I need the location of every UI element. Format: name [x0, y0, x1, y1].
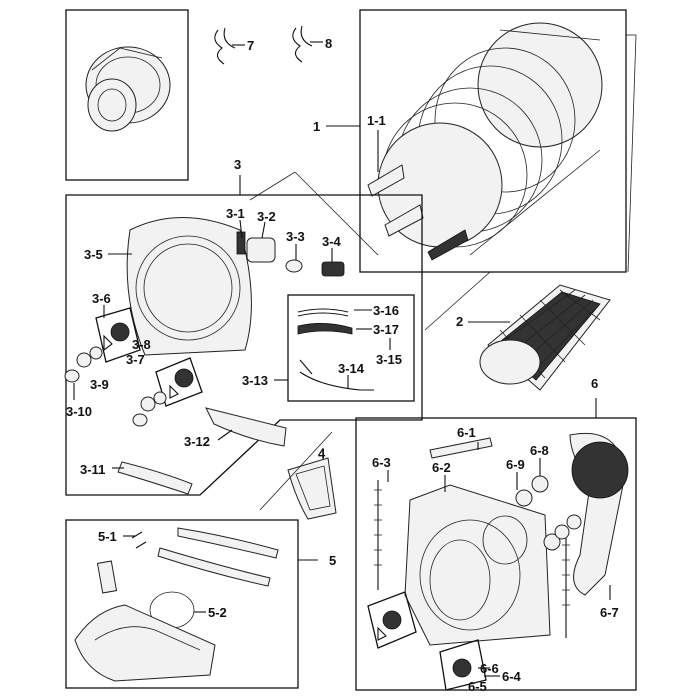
label-3-12: 3-12 [184, 434, 210, 449]
part-3-4-socket [321, 261, 345, 277]
label-1: 1 [313, 119, 320, 134]
harness-box [287, 294, 415, 402]
label-4: 4 [318, 446, 326, 461]
label-6-4: 6-4 [502, 669, 522, 684]
part-8-clip [292, 25, 323, 63]
label-3-10: 3-10 [66, 404, 92, 419]
part-3-12-bracket [205, 407, 287, 447]
part-3-9-washers [76, 346, 103, 368]
label-3-7: 3-7 [126, 352, 145, 367]
drum-box [359, 9, 627, 273]
overview-assembly-box [65, 9, 189, 181]
label-6-9: 6-9 [506, 457, 525, 472]
label-3: 3 [234, 157, 241, 172]
label-6-2: 6-2 [432, 460, 451, 475]
label-3-9: 3-9 [90, 377, 109, 392]
part-3-6-roller-group [95, 307, 141, 363]
part-3-3-bulb [285, 259, 303, 273]
part-2-filter [479, 284, 611, 391]
label-1-1: 1-1 [367, 113, 386, 128]
label-2: 2 [456, 314, 463, 329]
front-assembly-box [65, 194, 423, 496]
part-3-11-bracket [117, 461, 193, 495]
part-5-box [65, 519, 299, 689]
label-3-13: 3-13 [242, 373, 268, 388]
label-3-11: 3-11 [80, 462, 105, 477]
label-3-6: 3-6 [92, 291, 111, 306]
label-7: 7 [247, 38, 254, 53]
part-4-duct [287, 457, 337, 520]
label-3-4: 3-4 [322, 234, 342, 249]
roller-group-2 [132, 357, 203, 427]
label-5-1: 5-1 [98, 529, 117, 544]
part-3-10-nut [64, 369, 80, 383]
label-3-8: 3-8 [132, 337, 151, 352]
part-6-box [355, 417, 637, 691]
label-6-8: 6-8 [530, 443, 549, 458]
label-6: 6 [591, 376, 598, 391]
label-6-3: 6-3 [372, 455, 391, 470]
label-3-16: 3-16 [373, 303, 399, 318]
label-3-14: 3-14 [338, 361, 365, 376]
part-3-2-lamp [236, 231, 276, 263]
label-3-3: 3-3 [286, 229, 305, 244]
label-6-1: 6-1 [457, 425, 476, 440]
label-5-2: 5-2 [208, 605, 227, 620]
label-3-17: 3-17 [373, 322, 399, 337]
label-5: 5 [329, 553, 336, 568]
label-3-1: 3-1 [226, 206, 245, 221]
label-3-2: 3-2 [257, 209, 276, 224]
label-3-5: 3-5 [84, 247, 103, 262]
label-6-6: 6-6 [480, 661, 499, 676]
label-3-15: 3-15 [376, 352, 402, 367]
part-7-clip [214, 27, 245, 65]
label-6-7: 6-7 [600, 605, 619, 620]
label-6-5: 6-5 [468, 679, 487, 694]
part-3-5-front-panel [126, 217, 252, 356]
label-8: 8 [325, 36, 332, 51]
